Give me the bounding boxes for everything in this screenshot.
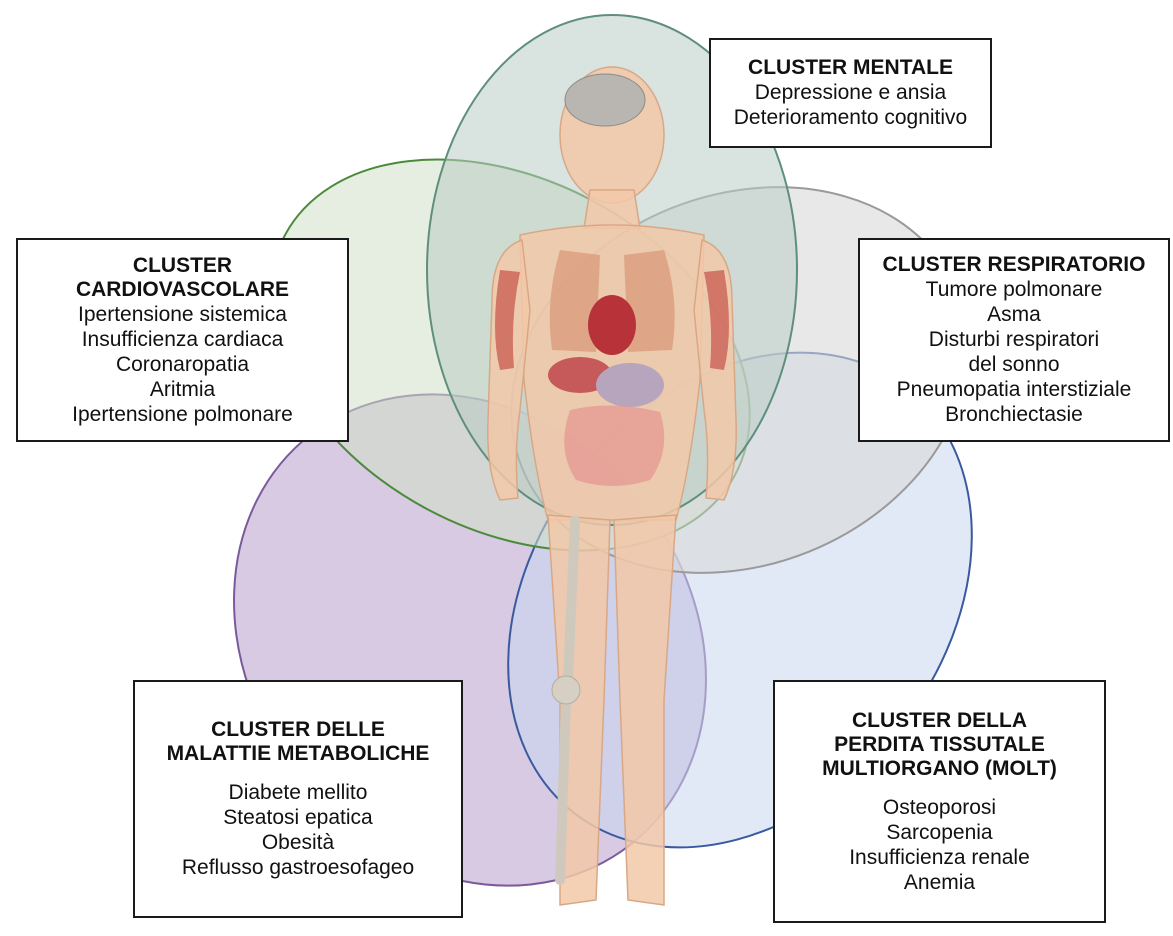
cluster-respiratorio-item: Pneumopatia interstiziale bbox=[897, 377, 1132, 402]
cluster-metaboliche-item: Steatosi epatica bbox=[223, 805, 372, 830]
cluster-respiratorio-item: Bronchiectasie bbox=[945, 402, 1083, 427]
cluster-metaboliche-title: CLUSTER DELLE MALATTIE METABOLICHE bbox=[167, 718, 430, 766]
cluster-molt-item: Sarcopenia bbox=[886, 820, 992, 845]
brain bbox=[565, 74, 645, 126]
cluster-metaboliche-item: Diabete mellito bbox=[229, 780, 368, 805]
cluster-respiratorio-item: del sonno bbox=[968, 352, 1059, 377]
cluster-molt-title: CLUSTER DELLA PERDITA TISSUTALE MULTIORG… bbox=[822, 709, 1057, 781]
cluster-molt-item: Insufficienza renale bbox=[849, 845, 1030, 870]
cluster-cardiovascolare-item: Aritmia bbox=[150, 377, 215, 402]
neck bbox=[584, 190, 640, 228]
intestine bbox=[564, 405, 664, 486]
cluster-respiratorio-item: Disturbi respiratori bbox=[929, 327, 1099, 352]
cluster-respiratorio-item: Asma bbox=[987, 302, 1041, 327]
cluster-mentale-title: CLUSTER MENTALE bbox=[748, 56, 953, 80]
cluster-molt-item: Osteoporosi bbox=[883, 795, 996, 820]
cluster-molt-item: Anemia bbox=[904, 870, 975, 895]
cluster-cardiovascolare-item: Insufficienza cardiaca bbox=[82, 327, 284, 352]
cluster-mentale-item: Depressione e ansia bbox=[755, 80, 946, 105]
cluster-molt-box: CLUSTER DELLA PERDITA TISSUTALE MULTIORG… bbox=[773, 680, 1106, 923]
cluster-metaboliche-item: Obesità bbox=[262, 830, 334, 855]
cluster-cardiovascolare-item: Ipertensione polmonare bbox=[72, 402, 293, 427]
cluster-cardiovascolare-item: Coronaropatia bbox=[116, 352, 249, 377]
knee-joint bbox=[552, 676, 580, 704]
cluster-cardiovascolare-item: Ipertensione sistemica bbox=[78, 302, 287, 327]
cluster-metaboliche-item: Reflusso gastroesofageo bbox=[182, 855, 414, 880]
cluster-respiratorio-title: CLUSTER RESPIRATORIO bbox=[883, 253, 1146, 277]
cluster-mentale-box: CLUSTER MENTALE Depressione e ansia Dete… bbox=[709, 38, 992, 148]
heart bbox=[588, 295, 636, 355]
stomach bbox=[596, 363, 664, 407]
cluster-respiratorio-box: CLUSTER RESPIRATORIO Tumore polmonare As… bbox=[858, 238, 1170, 442]
cluster-metaboliche-box: CLUSTER DELLE MALATTIE METABOLICHE Diabe… bbox=[133, 680, 463, 918]
cluster-mentale-item: Deterioramento cognitivo bbox=[734, 105, 967, 130]
cluster-respiratorio-item: Tumore polmonare bbox=[926, 277, 1103, 302]
cluster-cardiovascolare-box: CLUSTER CARDIOVASCOLARE Ipertensione sis… bbox=[16, 238, 349, 442]
cluster-cardiovascolare-title: CLUSTER CARDIOVASCOLARE bbox=[76, 254, 289, 302]
